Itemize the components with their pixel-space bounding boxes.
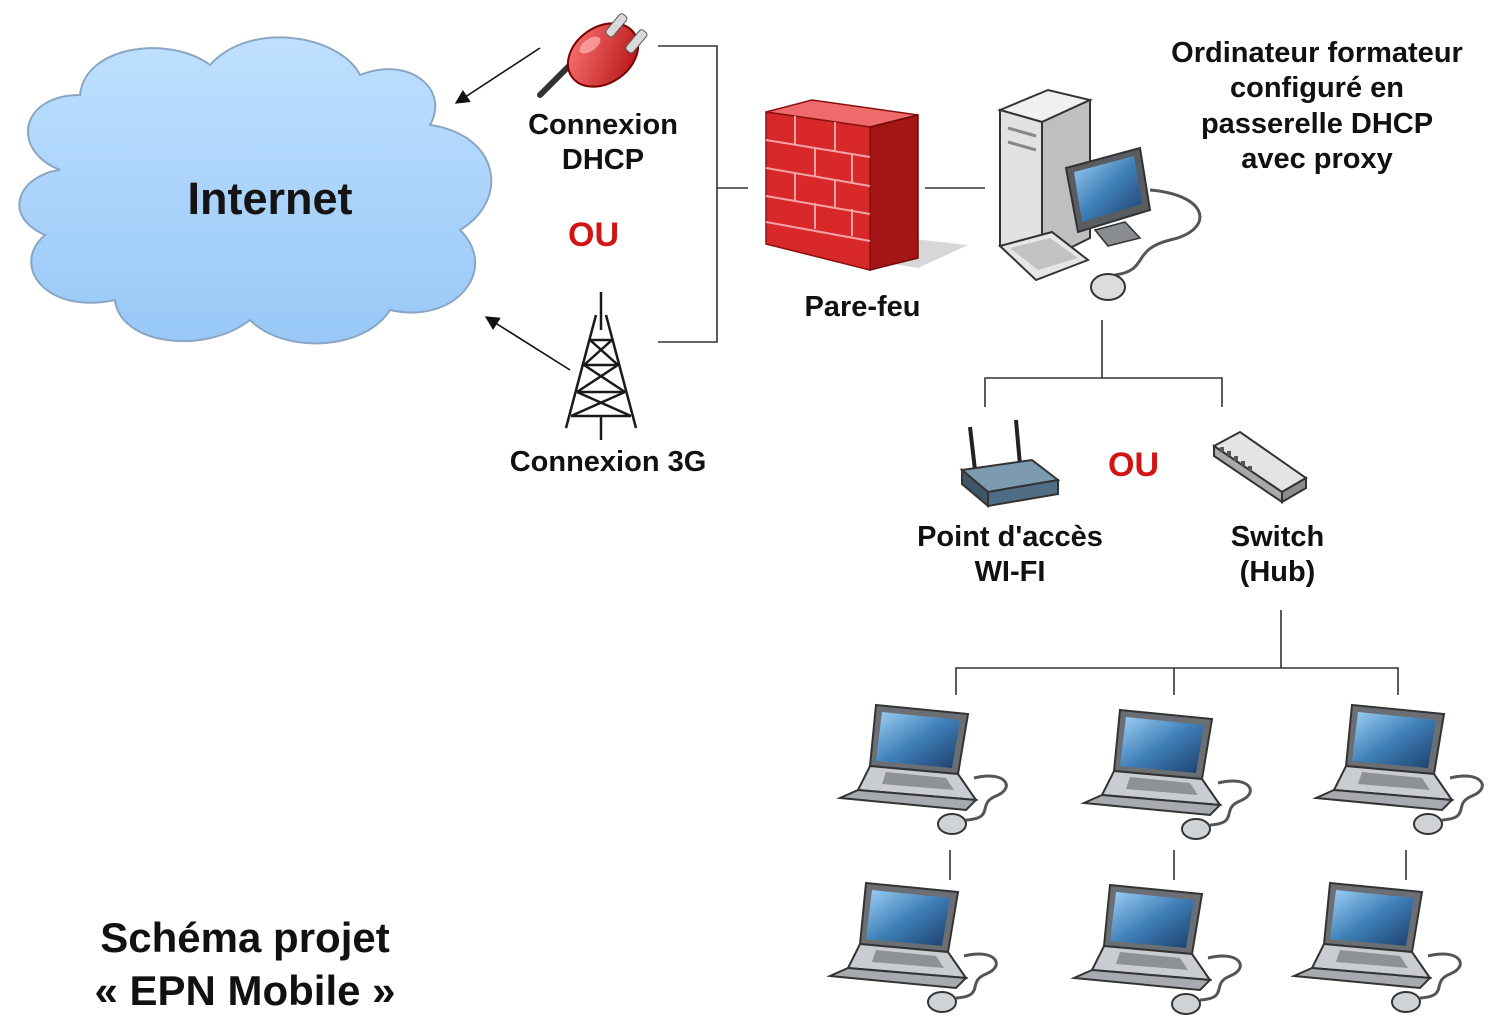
internet-label: Internet (187, 173, 353, 224)
wifi-access-point-label: Point d'accès WI-FI (917, 521, 1103, 589)
laptop-icon (838, 703, 1008, 836)
lan-lines (984, 320, 1223, 407)
internet-cloud (18, 36, 493, 345)
uplink-bracket (658, 45, 985, 343)
3g-connection-label: Connexion 3G (509, 446, 707, 478)
network-switch-icon (1212, 430, 1308, 504)
antenna-tower-icon (564, 292, 638, 440)
connection-or-label: OU (568, 216, 619, 254)
laptop-icon (1082, 708, 1252, 841)
firewall-label: Pare-feu (804, 291, 921, 323)
project-title: Schéma projet « EPN Mobile » (94, 914, 396, 1014)
laptop-icon (1314, 703, 1484, 836)
desktop-computer-icon (996, 88, 1202, 301)
switch-label: Switch (Hub) (1230, 521, 1325, 589)
dhcp-connection-label: Connexion DHCP (528, 109, 678, 177)
laptop-tree (949, 610, 1407, 880)
plug-icon (537, 13, 648, 98)
access-or-label: OU (1108, 446, 1159, 484)
firewall-icon (765, 99, 968, 271)
3g-arrow (484, 316, 571, 371)
laptop-icon (1072, 883, 1242, 1016)
dhcp-arrow (454, 47, 541, 104)
wifi-router-icon (959, 419, 1061, 509)
laptop-icon (1292, 881, 1462, 1014)
laptop-icon (828, 881, 998, 1014)
server-label: Ordinateur formateur configuré en passer… (1171, 37, 1463, 176)
